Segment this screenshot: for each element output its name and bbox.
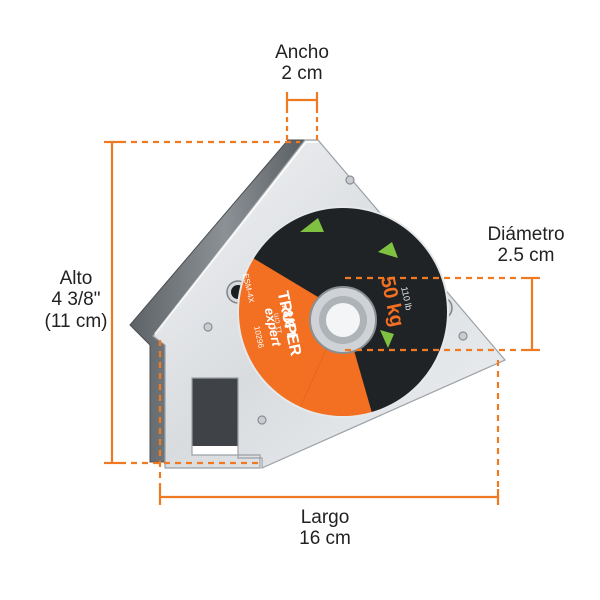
ancho-value: 2 cm bbox=[281, 63, 323, 85]
diametro-label: Diámetro 2.5 cm bbox=[456, 224, 596, 267]
alto-value: 4 3/8" bbox=[51, 289, 101, 311]
magnet-face-edge bbox=[154, 141, 318, 335]
angle-arrow-icon bbox=[380, 330, 394, 348]
label-disc-rim bbox=[237, 206, 449, 418]
diametro-value: 2.5 cm bbox=[497, 245, 555, 267]
largo-label: Largo 16 cm bbox=[275, 507, 375, 550]
label-disc-orange-lower bbox=[300, 312, 372, 418]
rivet bbox=[458, 331, 468, 341]
label-weight-lb: 110 lb bbox=[399, 286, 414, 311]
center-bore-hole bbox=[326, 303, 360, 337]
magnet-notch-shadow bbox=[190, 378, 240, 446]
rivet bbox=[257, 415, 267, 425]
angle-arrow-icon bbox=[300, 218, 324, 232]
alto-title: Alto bbox=[59, 268, 93, 289]
alto-label: Alto 4 3/8" (11 cm) bbox=[28, 268, 124, 332]
angle-arrow-icon bbox=[378, 242, 398, 258]
label-size-metric: 11 cm bbox=[271, 312, 284, 335]
label-size-imperial: 4 3/8" bbox=[279, 303, 300, 340]
dimension-lines bbox=[104, 92, 540, 505]
rivet bbox=[345, 175, 355, 185]
ancho-title: Ancho bbox=[275, 42, 329, 63]
ancho-label: Ancho 2 cm bbox=[252, 42, 352, 85]
diametro-title: Diámetro bbox=[487, 224, 565, 245]
alto-metric: (11 cm) bbox=[44, 310, 108, 332]
rivet bbox=[203, 322, 213, 332]
largo-title: Largo bbox=[300, 507, 350, 528]
largo-value: 16 cm bbox=[299, 528, 351, 550]
label-disc-orange bbox=[237, 258, 343, 408]
product-label-disc: 50 kg 110 lb TRUPER expert ESM-4X 10296 … bbox=[237, 206, 449, 418]
